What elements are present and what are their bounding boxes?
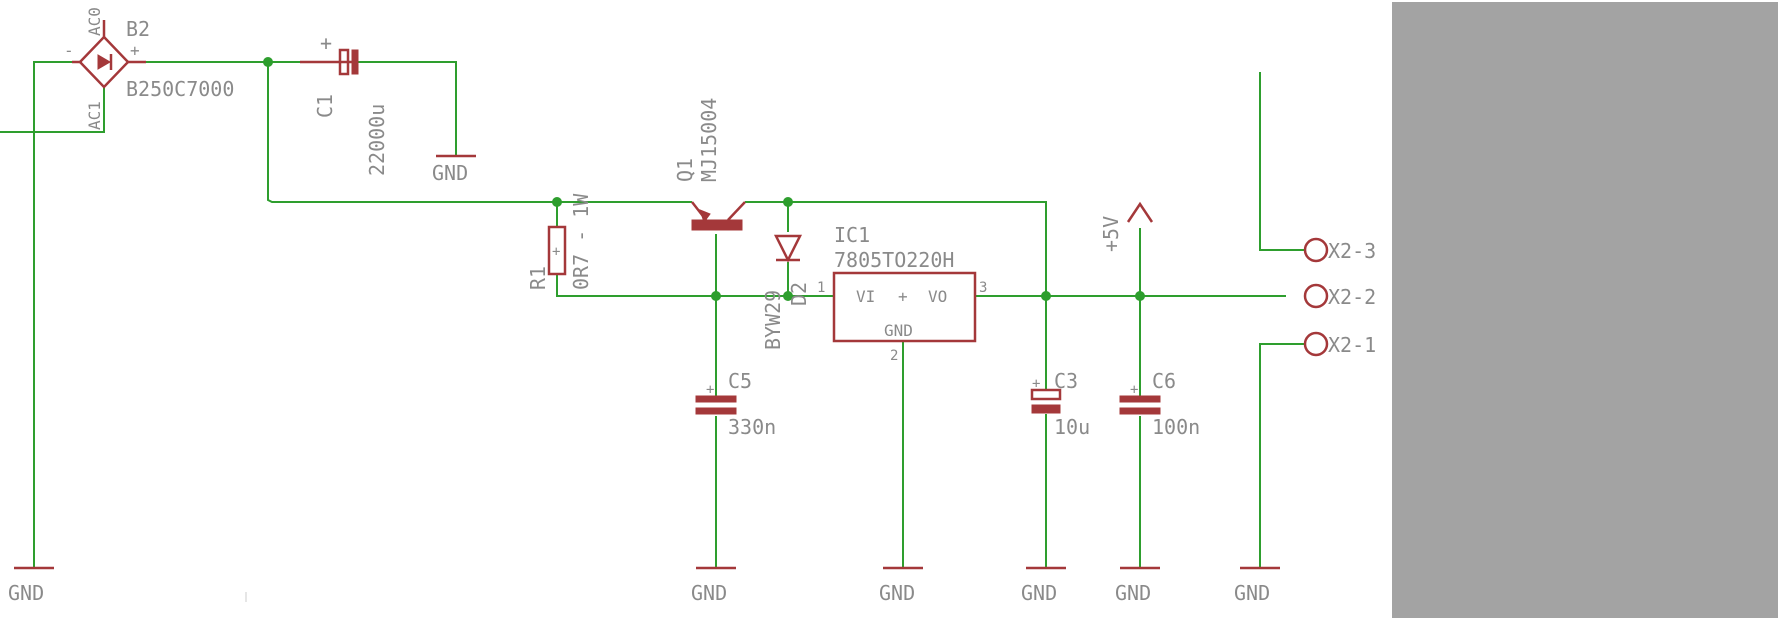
gnd-label-c3: GND — [1021, 581, 1057, 605]
ic1-pin-vo: VO — [928, 287, 947, 306]
off-sheet-area — [1392, 2, 1778, 618]
x2-1-label: X2-1 — [1328, 333, 1376, 357]
c5-plate-top — [695, 395, 737, 403]
b2-pin-ac1: AC1 — [85, 101, 104, 130]
wire-c1-gnd — [356, 61, 457, 156]
transistor-q1[interactable]: Q1 MJ15004 — [673, 98, 746, 231]
wire-q1-collector-rail — [745, 201, 1047, 296]
c6-value: 100n — [1152, 415, 1200, 439]
gnd-symbols: GND GND GND GND GND GND GND — [8, 154, 1280, 605]
c6-polarity: + — [1130, 382, 1138, 398]
capacitor-c3[interactable]: + C3 10u — [1030, 369, 1090, 439]
c3-value: 10u — [1054, 415, 1090, 439]
regulator-ic1[interactable]: IC1 7805TO220H VI + VO GND 1 2 3 — [817, 223, 987, 364]
junctions — [263, 57, 1145, 301]
ic1-pin-gnd: GND — [884, 321, 913, 340]
junction-dot — [1135, 291, 1145, 301]
b2-pin-plus: + — [130, 41, 140, 60]
r1-plus-mark: + — [552, 244, 560, 260]
b2-pin-ac0: AC0 — [85, 7, 104, 36]
resistor-r1[interactable]: + R1 0R7 - 1W — [526, 193, 593, 290]
supply-arrow-icon — [1126, 201, 1154, 223]
c1-value: 22000u — [365, 104, 389, 176]
ic1-pin-number-3: 3 — [979, 280, 987, 296]
wires — [0, 61, 1304, 568]
junction-dot — [711, 291, 721, 301]
c3-polarity: + — [1032, 376, 1040, 392]
ic1-pin-vi: VI — [856, 287, 875, 306]
connector-x2[interactable]: X2-3 X2-2 X2-1 — [1303, 237, 1376, 357]
c5-value: 330n — [728, 415, 776, 439]
x2-1-pin-icon[interactable] — [1303, 331, 1329, 357]
b2-value: B250C7000 — [126, 77, 234, 101]
wire-x2-1-gnd — [1259, 343, 1304, 568]
diode-d2[interactable]: D2 BYW29 — [761, 234, 811, 350]
ic1-pin-number-2: 2 — [890, 348, 898, 364]
c5-name: C5 — [728, 369, 752, 393]
junction-dot — [1041, 291, 1051, 301]
b2-name: B2 — [126, 17, 150, 41]
q1-base-bar — [691, 219, 743, 231]
gnd-label-c6: GND — [1115, 581, 1151, 605]
q1-emitter-arrow-icon — [699, 209, 711, 224]
d2-name: D2 — [787, 282, 811, 306]
r1-value: 0R7 - 1W — [569, 193, 593, 290]
capacitor-c1[interactable]: + C1 22000u — [300, 31, 389, 176]
ic1-center-mark: + — [898, 287, 908, 306]
d2-value: BYW29 — [761, 290, 785, 350]
ic1-name: IC1 — [834, 223, 870, 247]
c1-plate-positive — [338, 48, 350, 76]
b2-pin-minus: - — [64, 41, 74, 60]
capacitor-c5[interactable]: + C5 330n — [695, 369, 776, 439]
capacitor-c6[interactable]: + C6 100n — [1119, 369, 1200, 439]
c1-polarity: + — [320, 31, 332, 55]
wire-x2-3 — [1259, 72, 1304, 251]
d2-body — [773, 234, 803, 263]
wire-b2-minus-gnd — [33, 61, 82, 568]
gnd-label-b2: GND — [8, 581, 44, 605]
c5-polarity: + — [706, 382, 714, 398]
c3-plate-positive — [1030, 388, 1062, 401]
gnd-label-c5: GND — [691, 581, 727, 605]
x2-2-pin-icon[interactable] — [1303, 283, 1329, 309]
junction-dot — [783, 197, 793, 207]
c1-name: C1 — [313, 94, 337, 118]
x2-2-label: X2-2 — [1328, 285, 1376, 309]
r1-name: R1 — [526, 266, 550, 290]
c6-plate-top — [1119, 395, 1161, 403]
gnd-label-x2: GND — [1234, 581, 1270, 605]
q1-value: MJ15004 — [697, 98, 721, 182]
q1-name: Q1 — [673, 158, 697, 182]
q1-collector-lead — [727, 201, 746, 221]
c3-name: C3 — [1054, 369, 1078, 393]
gnd-label-c1: GND — [432, 161, 468, 185]
x2-3-label: X2-3 — [1328, 239, 1376, 263]
wire-r1-bottom — [556, 274, 604, 297]
bridge-diode-icon — [97, 54, 111, 70]
x2-3-pin-icon[interactable] — [1303, 237, 1329, 263]
ic1-body — [832, 271, 977, 343]
c3-plate-negative — [1031, 404, 1061, 414]
c5-plate-bottom — [695, 407, 737, 415]
junction-dot — [552, 197, 562, 207]
gnd-label-ic1: GND — [879, 581, 915, 605]
bridge-body — [78, 35, 130, 89]
r1-body — [547, 225, 567, 276]
ic1-value: 7805TO220H — [834, 248, 954, 272]
junction-dot — [783, 291, 793, 301]
c1-plate-negative — [351, 49, 359, 75]
c6-name: C6 — [1152, 369, 1176, 393]
supply-5v[interactable]: +5V — [1099, 201, 1154, 252]
bridge-rectifier-b2[interactable]: AC0 AC1 - + B2 B250C7000 — [64, 7, 234, 130]
wire-raw-rail — [267, 62, 692, 203]
ic1-pin-number-1: 1 — [817, 280, 825, 296]
junction-dot — [263, 57, 273, 67]
supply-label: +5V — [1099, 216, 1123, 252]
c6-plate-bottom — [1119, 407, 1161, 415]
